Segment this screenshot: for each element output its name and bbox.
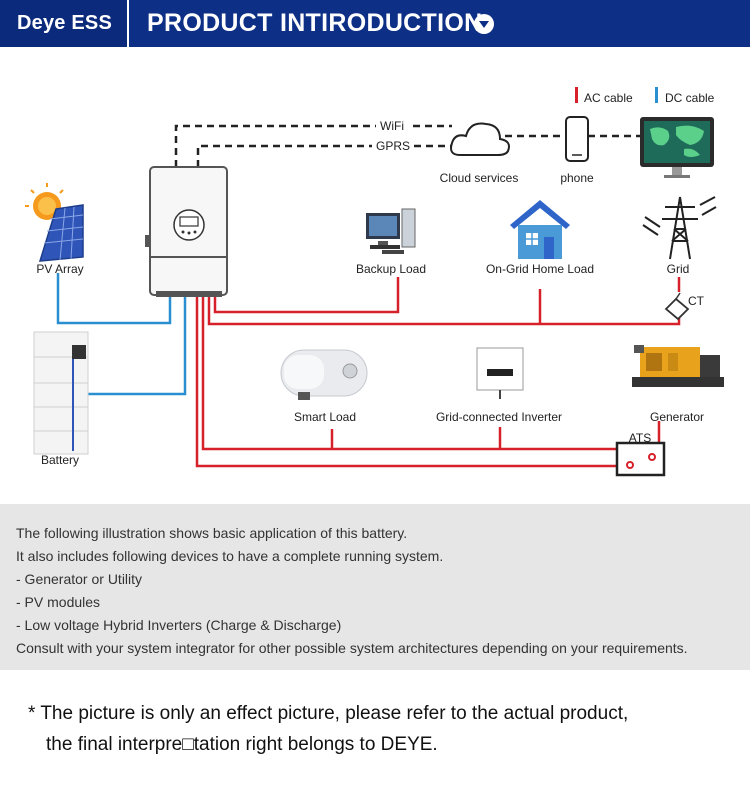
disclaimer-line-2: the final interpre□tation right belongs … bbox=[46, 734, 438, 755]
wifi-label: WiFi bbox=[380, 119, 404, 133]
on-grid-home-load-label: On-Grid Home Load bbox=[485, 262, 595, 276]
power-tower-icon bbox=[642, 196, 717, 260]
home-icon bbox=[510, 200, 570, 259]
system-diagram: AC cable DC cable WiFi GPRS Cloud servic… bbox=[0, 47, 750, 504]
ct-sensor-icon bbox=[664, 292, 690, 321]
description-line: - Generator or Utility bbox=[16, 571, 143, 587]
brand-logo: Deye ESS bbox=[17, 12, 112, 34]
ats-box bbox=[615, 441, 666, 477]
ac-cables bbox=[195, 277, 681, 468]
page-title: PRODUCT INTIRODUCTION bbox=[147, 9, 483, 37]
hybrid-inverter bbox=[145, 166, 228, 297]
smart-load-label: Smart Load bbox=[293, 410, 357, 424]
generator-label: Generator bbox=[649, 410, 705, 424]
dc-cable-legend: DC cable bbox=[665, 91, 715, 105]
header-bar: Deye ESS PRODUCT INTIRODUCTION bbox=[0, 0, 750, 47]
chevron-down-icon bbox=[474, 14, 494, 34]
pv-array-label: PV Array bbox=[36, 262, 84, 276]
dc-cables bbox=[56, 273, 187, 396]
water-heater-icon bbox=[280, 349, 368, 400]
generator-icon bbox=[632, 345, 724, 387]
computer-icon bbox=[366, 208, 416, 254]
description-line: - Low voltage Hybrid Inverters (Charge &… bbox=[16, 617, 342, 633]
ac-cable-legend: AC cable bbox=[584, 91, 633, 105]
grid-connected-inverter-label: Grid-connected Inverter bbox=[435, 410, 563, 424]
description-panel: The following illustration shows basic a… bbox=[0, 504, 750, 670]
description-line: - PV modules bbox=[16, 594, 101, 610]
gprs-label: GPRS bbox=[376, 139, 411, 153]
brand-box: Deye ESS bbox=[0, 0, 129, 47]
description-line: It also includes following devices to ha… bbox=[16, 548, 444, 564]
ac-legend-swatch bbox=[575, 87, 578, 103]
ats-label: ATS bbox=[628, 431, 652, 445]
ct-label: CT bbox=[688, 294, 704, 308]
description-line: Consult with your system integrator for … bbox=[16, 640, 688, 656]
grid-inverter-icon bbox=[476, 347, 524, 399]
battery-icon bbox=[33, 331, 89, 455]
battery-label: Battery bbox=[40, 453, 80, 467]
description-line: The following illustration shows basic a… bbox=[16, 525, 408, 541]
backup-load-label: Backup Load bbox=[355, 262, 427, 276]
cloud-label: Cloud services bbox=[439, 171, 519, 185]
phone-label: phone bbox=[560, 171, 594, 185]
comm-lines bbox=[174, 124, 642, 167]
phone-icon bbox=[565, 116, 589, 162]
pv-array-icon bbox=[25, 183, 84, 262]
cloud-icon bbox=[450, 122, 510, 156]
grid-label: Grid bbox=[666, 262, 690, 276]
monitor-icon bbox=[640, 117, 714, 178]
disclaimer-line-1: * The picture is only an effect picture,… bbox=[28, 703, 629, 724]
dc-legend-swatch bbox=[655, 87, 658, 103]
